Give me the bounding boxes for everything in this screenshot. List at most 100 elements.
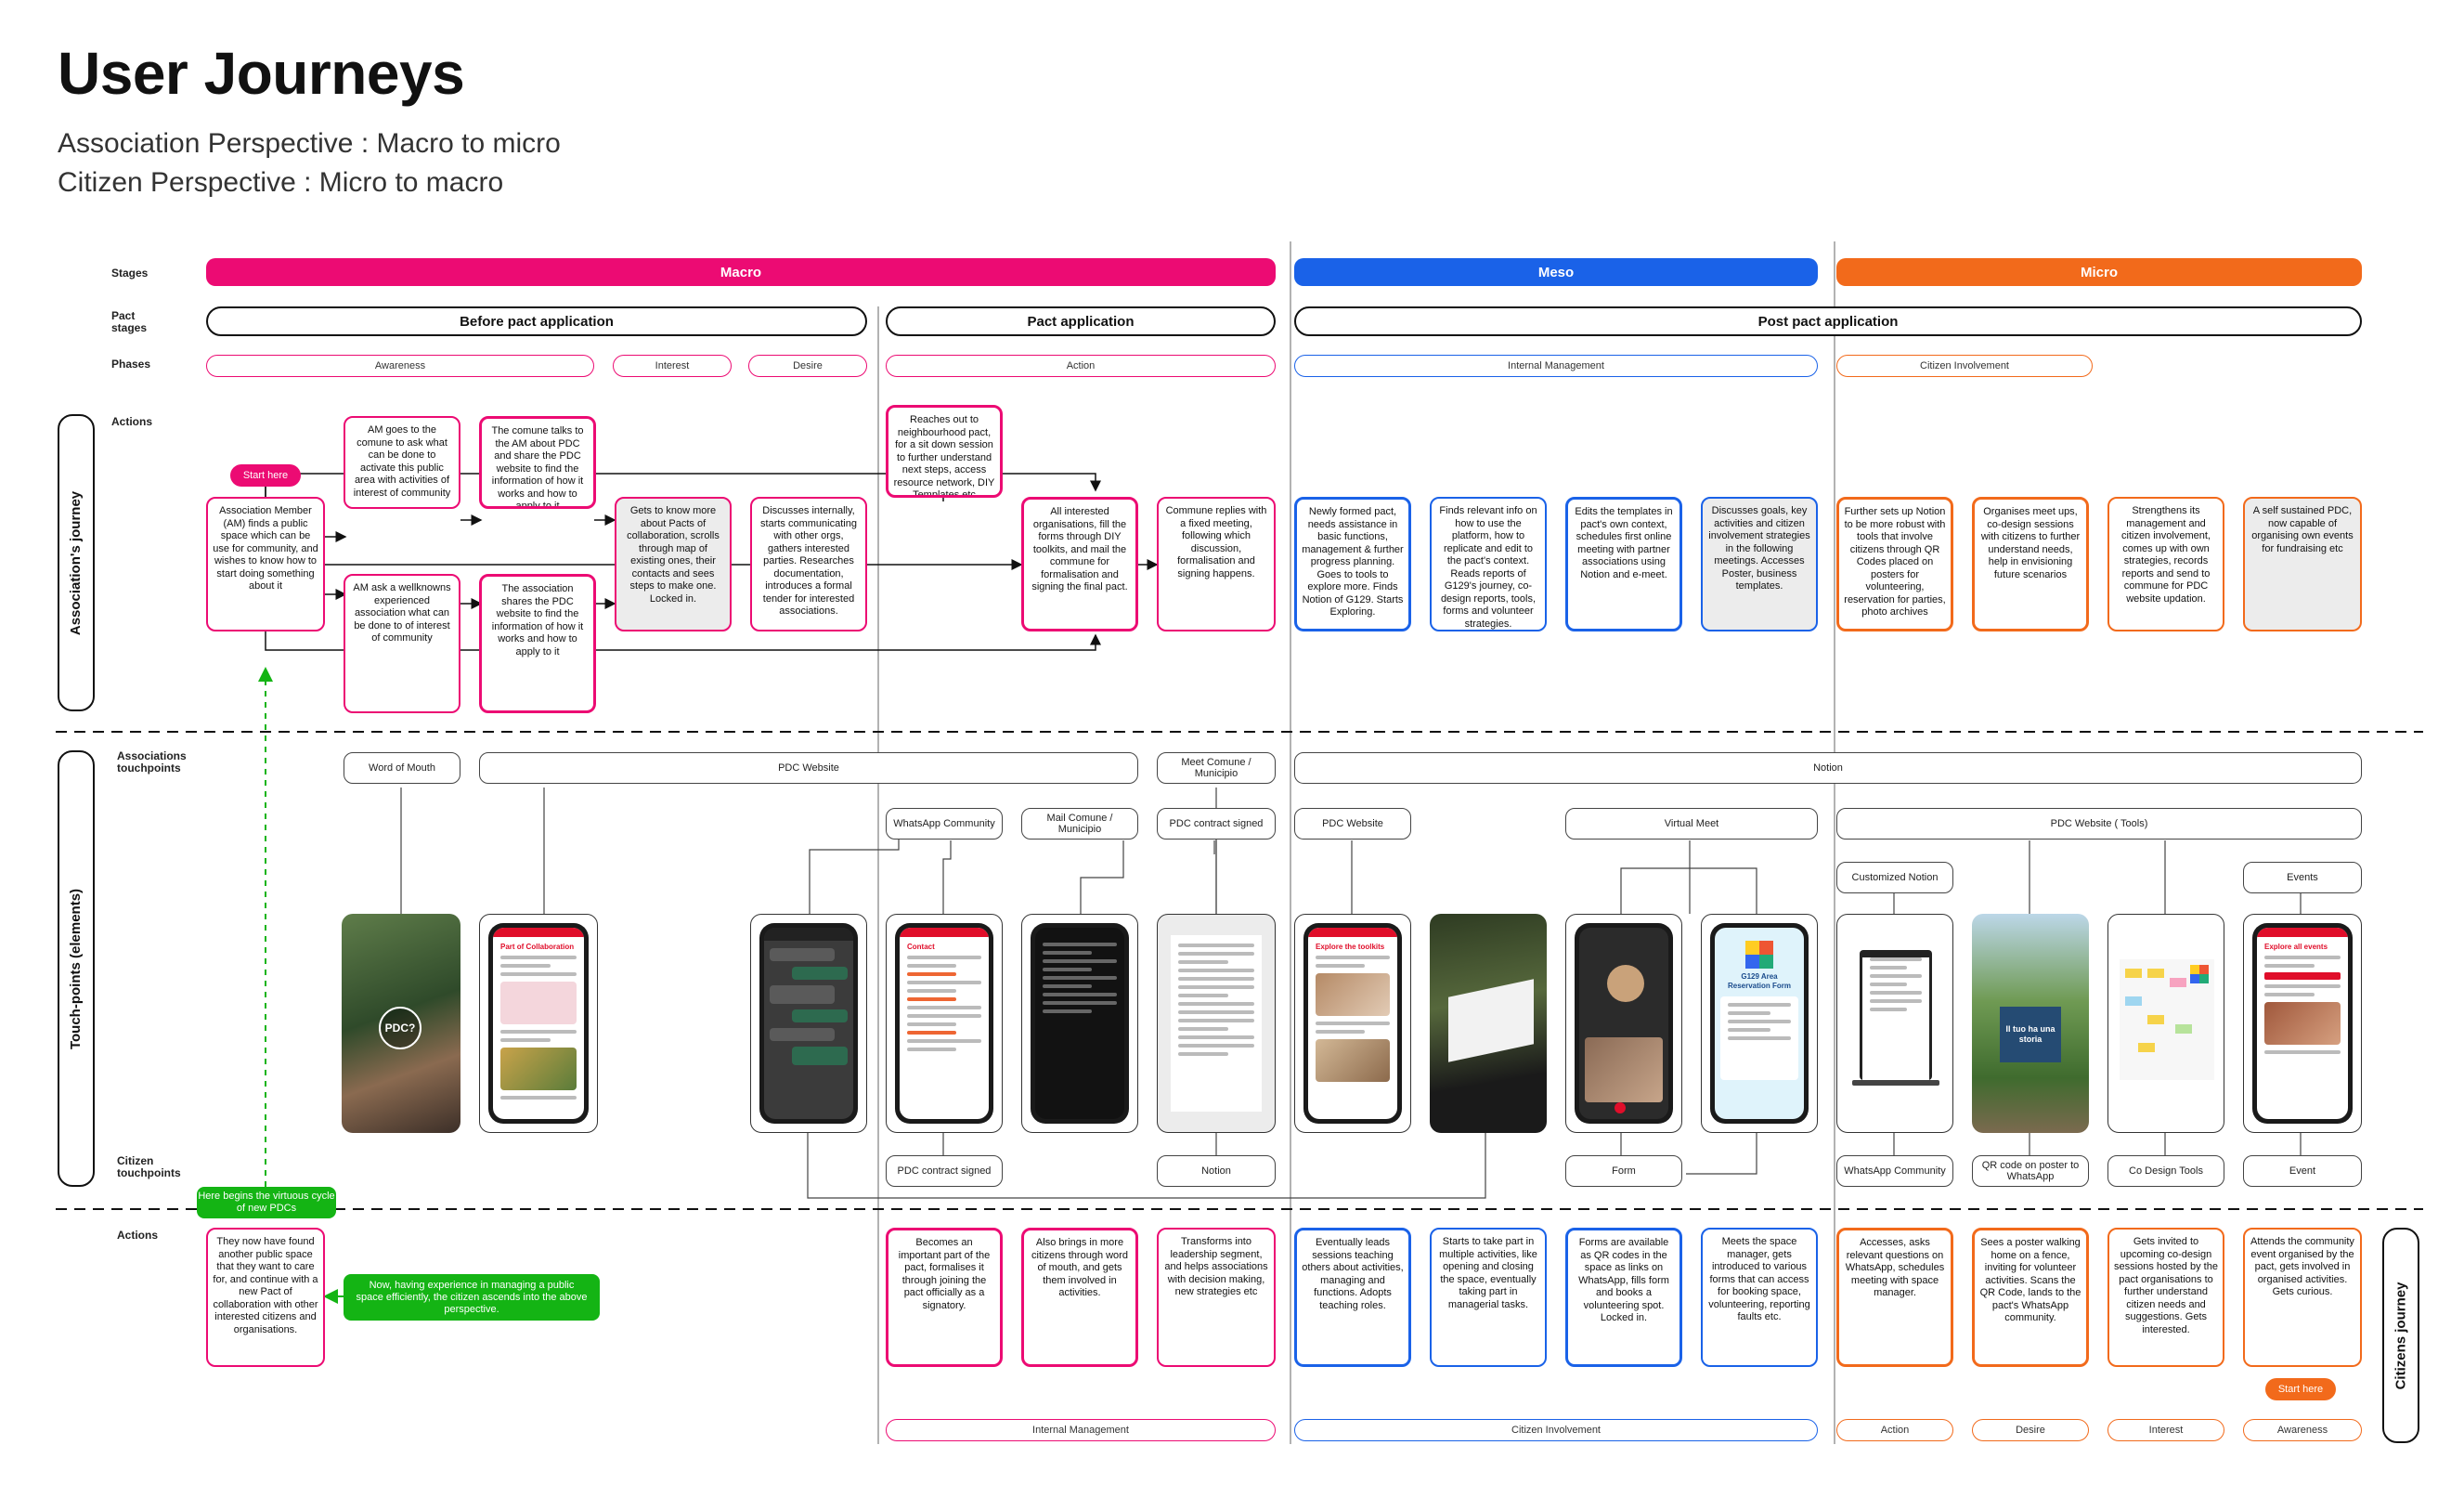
bottom-phase-citizen: Citizen Involvement — [1294, 1419, 1818, 1441]
action-card-a2: AM goes to the comune to ask what can be… — [344, 416, 460, 509]
citizen-action-b3: Also brings in more citizens through wor… — [1021, 1228, 1138, 1367]
page-subtitle-association: Association Perspective : Macro to micro — [58, 128, 561, 159]
action-card-a8: Reaches out to neighbourhood pact, for a… — [886, 405, 1003, 498]
stage-meso: Meso — [1294, 258, 1818, 286]
citizen-action-b7: Forms are available as QR codes in the s… — [1565, 1228, 1682, 1367]
screenshot-word-of-mouth: PDC? — [342, 914, 460, 1133]
screenshot-whatsapp — [750, 914, 867, 1133]
citizen-action-b11: Gets invited to upcoming co-design sessi… — [2107, 1228, 2224, 1367]
bottom-phase-internal: Internal Management — [886, 1419, 1276, 1441]
action-card-a18: A self sustained PDC, now capable of org… — [2243, 497, 2362, 631]
citizen-touchpoint-form: Form — [1565, 1155, 1682, 1187]
row-label-actions: Actions — [111, 415, 153, 428]
phase-awareness: Awareness — [206, 355, 594, 377]
citizen-action-b6: Starts to take part in multiple activiti… — [1430, 1228, 1547, 1367]
action-card-a6: Gets to know more about Pacts of collabo… — [615, 497, 732, 631]
action-card-a13: Edits the templates in pact's own contex… — [1565, 497, 1682, 631]
screenshot-customized-notion — [1836, 914, 1953, 1133]
touchpoint-pdc-website-2: PDC Website — [1294, 808, 1411, 840]
page-subtitle-citizen: Citizen Perspective : Micro to macro — [58, 167, 504, 198]
touchpoint-customized-notion: Customized Notion — [1836, 862, 1953, 893]
start-here-top: Start here — [230, 464, 301, 487]
touchpoint-word-of-mouth: Word of Mouth — [344, 752, 460, 784]
touchpoint-whatsapp-community: WhatsApp Community — [886, 808, 1003, 840]
screenshot-codesign-board — [2107, 914, 2224, 1133]
action-card-a15: Further sets up Notion to be more robust… — [1836, 497, 1953, 631]
screen-collab-title: Part of Collaboration — [500, 943, 575, 951]
action-card-a11: Newly formed pact, needs assistance in b… — [1294, 497, 1411, 631]
phase-internal-management: Internal Management — [1294, 355, 1818, 377]
touchpoint-events: Events — [2243, 862, 2362, 893]
action-card-a9: All interested organisations, fill the f… — [1021, 497, 1138, 631]
screenshot-pdc-website: Part of Collaboration — [479, 914, 598, 1133]
caller-avatar — [1607, 965, 1644, 1002]
touchpoint-mail-comune: Mail Comune / Municipio — [1021, 808, 1138, 840]
pdc-question-bubble: PDC? — [379, 1007, 421, 1049]
bottom-phase-awareness: Awareness — [2243, 1419, 2362, 1441]
citizen-action-b10: Sees a poster walking home on a fence, i… — [1972, 1228, 2089, 1367]
screen-events-title: Explore all events — [2264, 943, 2328, 951]
touchpoint-virtual-meet: Virtual Meet — [1565, 808, 1818, 840]
citizen-action-b2: Becomes an important part of the pact, f… — [886, 1228, 1003, 1367]
citizen-action-b9: Accesses, asks relevant questions on Wha… — [1836, 1228, 1953, 1367]
screen-contact-title: Contact — [907, 943, 935, 951]
row-label-citizen-touchpoints: Citizen touchpoints — [117, 1154, 181, 1179]
citizen-touchpoint-qr-poster: QR code on poster to WhatsApp — [1972, 1155, 2089, 1187]
citizen-touchpoint-contract-signed: PDC contract signed — [886, 1155, 1003, 1187]
touchpoint-pdc-contract-signed: PDC contract signed — [1157, 808, 1276, 840]
associations-journey-label: Association's journey — [68, 490, 84, 635]
caller-video — [1585, 1037, 1663, 1102]
stage-macro: Macro — [206, 258, 1276, 286]
screen-form-title: G129 Area Reservation Form — [1727, 972, 1792, 990]
screenshot-events: Explore all events — [2243, 914, 2362, 1133]
touchpoint-notion: Notion — [1294, 752, 2362, 784]
action-card-a5: The association shares the PDC website t… — [479, 574, 596, 713]
ascends-perspective-label: Now, having experience in managing a pub… — [344, 1274, 600, 1321]
citizens-journey-label: Citizens journey — [2393, 1282, 2409, 1389]
touchpoints-label: Touch-points (elements) — [68, 888, 84, 1049]
action-card-a10: Commune replies with a fixed meeting, fo… — [1157, 497, 1276, 631]
citizen-action-b4: Transforms into leadership segment, and … — [1157, 1228, 1276, 1367]
action-card-a14: Discusses goals, key activities and citi… — [1701, 497, 1818, 631]
row-label-assoc-touchpoints: Associations touchpoints — [117, 749, 187, 775]
screenshot-mail — [1021, 914, 1138, 1133]
action-card-a16: Organises meet ups, co-design sessions w… — [1972, 497, 2089, 631]
citizen-action-b5: Eventually leads sessions teaching other… — [1294, 1228, 1411, 1367]
action-card-a4: The comune talks to the AM about PDC and… — [479, 416, 596, 509]
screenshot-reservation-form: G129 Area Reservation Form — [1701, 914, 1818, 1133]
poster-sign: Il tuo ha una storia — [2000, 1007, 2061, 1062]
row-label-actions-bottom: Actions — [117, 1229, 159, 1242]
bottom-phase-action: Action — [1836, 1419, 1953, 1441]
citizen-touchpoint-event: Event — [2243, 1155, 2362, 1187]
start-here-bottom: Start here — [2265, 1378, 2336, 1400]
pact-stage-application: Pact application — [886, 306, 1276, 336]
associations-journey-bracket: Association's journey — [58, 414, 95, 711]
row-label-stages: Stages — [111, 267, 149, 280]
virtuous-cycle-label: Here begins the virtuous cycle of new PD… — [197, 1187, 336, 1218]
action-card-a12: Finds relevant info on how to use the pl… — [1430, 497, 1547, 631]
citizen-action-b1: They now have found another public space… — [206, 1228, 325, 1367]
screenshot-toolkits: Explore the toolkits — [1294, 914, 1411, 1133]
screenshot-poster: Il tuo ha una storia — [1972, 914, 2089, 1133]
g129-logo — [1745, 941, 1773, 969]
stage-micro: Micro — [1836, 258, 2362, 286]
touchpoint-pdc-tools: PDC Website ( Tools) — [1836, 808, 2362, 840]
row-label-pact-stages: Pact stages — [111, 309, 148, 334]
citizens-journey-bracket: Citizens journey — [2382, 1228, 2419, 1443]
citizen-touchpoint-whatsapp: WhatsApp Community — [1836, 1155, 1953, 1187]
action-card-a3: AM ask a wellknowns experienced associat… — [344, 574, 460, 713]
citizen-action-b8: Meets the space manager, gets introduced… — [1701, 1228, 1818, 1367]
screenshot-virtual-meet — [1565, 914, 1682, 1133]
citizen-touchpoint-notion: Notion — [1157, 1155, 1276, 1187]
screenshot-pdc-contract — [1157, 914, 1276, 1133]
touchpoint-pdc-website: PDC Website — [479, 752, 1138, 784]
phase-action: Action — [886, 355, 1276, 377]
bottom-phase-desire: Desire — [1972, 1419, 2089, 1441]
touchpoints-bracket: Touch-points (elements) — [58, 750, 95, 1187]
bottom-phase-interest: Interest — [2107, 1419, 2224, 1441]
row-label-phases: Phases — [111, 358, 151, 371]
phase-citizen-involvement: Citizen Involvement — [1836, 355, 2093, 377]
phase-interest: Interest — [613, 355, 732, 377]
pact-stage-post: Post pact application — [1294, 306, 2362, 336]
screen-toolkits-title: Explore the toolkits — [1316, 943, 1385, 951]
